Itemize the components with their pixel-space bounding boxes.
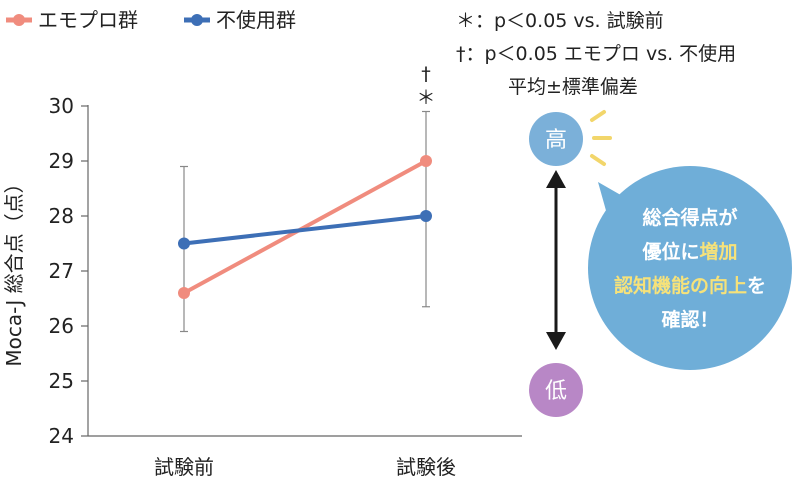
y-tick-label-30: 30 — [49, 94, 74, 118]
y-ticks: 24 25 26 27 28 29 30 — [49, 94, 88, 448]
series-line-1 — [183, 214, 427, 246]
y-tick-label-29: 29 — [49, 149, 74, 173]
notes: ＊：p＜0.05 vs. 試験前 †：p＜0.05 エモプロ vs. 不使用 平… — [456, 10, 736, 98]
legend: エモプロ群 不使用群 — [6, 8, 296, 32]
callout-line-2: 優位に増加 — [641, 240, 737, 263]
callout-line-2-plain: 優位に — [641, 240, 699, 263]
double-arrow-icon — [546, 170, 566, 350]
series-1-point-1 — [420, 210, 432, 222]
error-bar-series1-cat1 — [422, 218, 430, 308]
callout-bubble: 総合得点が 優位に増加 認知機能の向上を 確認！ — [588, 166, 792, 370]
x-tick-label-before: 試験前 — [154, 455, 214, 479]
legend-marker-emopro — [13, 14, 25, 26]
y-tick-label-28: 28 — [49, 204, 74, 228]
callout-line-2-highlight: 増加 — [700, 240, 738, 263]
y-tick-label-25: 25 — [49, 369, 74, 393]
series-lines — [178, 155, 432, 299]
callout-line-3-plain: を — [747, 275, 766, 297]
series-line-0 — [183, 159, 427, 295]
asterisk-note: ＊：p＜0.05 vs. 試験前 — [456, 10, 664, 32]
series-1-point-0 — [178, 237, 190, 250]
callout-circle — [588, 166, 792, 370]
callout-line-3-highlight: 認知機能の向上 — [614, 274, 747, 297]
high-low-scale: 高 低 — [529, 110, 612, 417]
legend-marker-unused — [191, 14, 203, 26]
series-0-point-0 — [178, 287, 190, 299]
legend-label-unused: 不使用群 — [216, 8, 296, 32]
y-tick-label-27: 27 — [49, 259, 74, 283]
asterisk-mark: ＊ — [416, 87, 435, 109]
series-0-point-1 — [420, 155, 432, 167]
burst-icon — [590, 110, 612, 166]
y-tick-label-26: 26 — [49, 314, 74, 338]
axes: 24 25 26 27 28 29 30 試験前 試験後 Moca-J 総合点（点） — [2, 94, 522, 479]
significance-marks: † ＊ — [416, 63, 435, 109]
low-circle — [529, 363, 583, 417]
callout-line-4: 確認！ — [661, 308, 718, 331]
mean-sd-note: 平均±標準偏差 — [508, 76, 638, 98]
legend-label-emopro: エモプロ群 — [38, 8, 138, 32]
y-axis-label: Moca-J 総合点（点） — [2, 173, 26, 366]
low-label: 低 — [545, 379, 567, 404]
dagger-mark: † — [421, 63, 431, 85]
callout-line-3: 認知機能の向上を — [614, 274, 766, 297]
dagger-note: †：p＜0.05 エモプロ vs. 不使用 — [456, 43, 736, 65]
high-circle — [529, 112, 583, 166]
callout-line-1: 総合得点が — [642, 206, 737, 229]
high-label: 高 — [545, 128, 567, 153]
x-tick-label-after: 試験後 — [396, 455, 456, 479]
y-tick-label-24: 24 — [49, 424, 74, 448]
